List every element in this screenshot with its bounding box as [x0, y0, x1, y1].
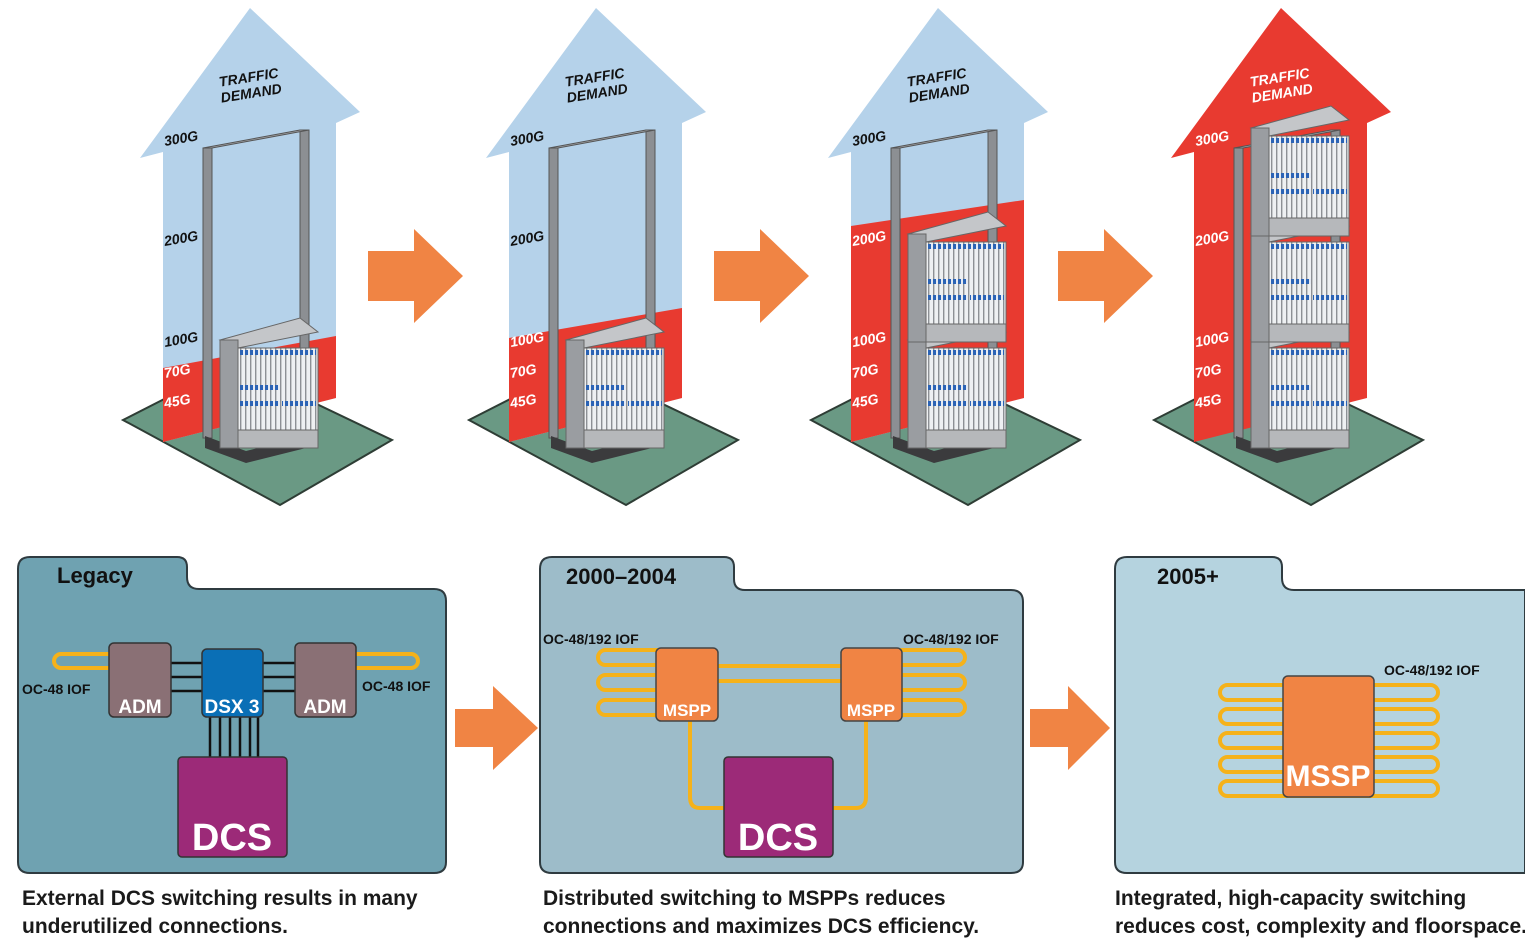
- step-arrow: [368, 229, 463, 323]
- rack-frame: [548, 129, 656, 439]
- capacity-level-label: 200G: [850, 227, 888, 249]
- equipment-shelf: [564, 317, 666, 449]
- capacity-level-label: 45G: [508, 391, 538, 412]
- link-label-right: OC-48/192 IOF: [903, 631, 999, 647]
- capacity-level-label: 200G: [1193, 227, 1231, 249]
- step-arrow: [714, 229, 809, 323]
- mssp-node: [1282, 675, 1375, 798]
- mspp-right-label: MSPP: [847, 701, 895, 720]
- capacity-level-label: 100G: [163, 328, 200, 350]
- dcs-label: DCS: [738, 817, 818, 859]
- dcs-label: DCS: [192, 817, 272, 859]
- panel-step-arrow: [455, 686, 538, 770]
- capacity-level-label: 70G: [163, 361, 192, 381]
- rack-frame: [202, 129, 310, 439]
- step-arrow: [1058, 229, 1153, 323]
- panel-tab-label: Legacy: [57, 563, 134, 588]
- adm-right-label: ADM: [303, 697, 346, 718]
- adm-left-label: ADM: [118, 697, 161, 718]
- panel-tab-label: 2005+: [1157, 564, 1219, 589]
- link-label: OC-48/192 IOF: [1384, 662, 1480, 678]
- capacity-level-label: 45G: [1193, 391, 1223, 412]
- capacity-level-label: 300G: [509, 127, 546, 149]
- capacity-level-label: 70G: [1194, 361, 1223, 381]
- capacity-level-label: 70G: [851, 361, 880, 381]
- dsx3-label: DSX 3: [205, 697, 260, 718]
- capacity-level-label: 100G: [851, 328, 888, 350]
- mssp-label: MSSP: [1285, 760, 1370, 793]
- step-arrow-shape: [1058, 229, 1153, 323]
- capacity-level-label: 200G: [162, 227, 200, 249]
- equipment-shelf: [1249, 211, 1351, 343]
- dcs-node: [177, 756, 288, 858]
- equipment-shelf: [218, 317, 320, 449]
- capacity-level-label: 200G: [508, 227, 546, 249]
- adm-right-node: [294, 642, 357, 718]
- step-arrow-shape: [368, 229, 463, 323]
- link-label-right: OC-48 IOF: [362, 678, 431, 694]
- panel-tab-label: 2000–2004: [566, 564, 677, 589]
- mspp-left-label: MSPP: [663, 701, 711, 720]
- capacity-level-label: 300G: [1194, 127, 1231, 149]
- capacity-level-label: 300G: [851, 127, 888, 149]
- capacity-level-label: 45G: [850, 391, 880, 412]
- panel-folder-shape: [539, 556, 1024, 874]
- capacity-level-label: 70G: [509, 361, 538, 381]
- panel-step-arrow: [1030, 686, 1110, 770]
- capacity-level-label: 45G: [162, 391, 192, 412]
- link-label-left: OC-48 IOF: [22, 681, 91, 697]
- mspp-left-node: [655, 647, 719, 722]
- equipment-shelf: [1249, 105, 1351, 237]
- dcs-node: [723, 756, 834, 858]
- legacy-panel: Legacy ADM DSX 3 ADM DCS OC-48 IOF OC-48…: [17, 556, 447, 874]
- capacity-level-label: 100G: [1194, 328, 1231, 350]
- step-arrow-shape: [714, 229, 809, 323]
- link-label-left: OC-48/192 IOF: [543, 631, 639, 647]
- equipment-shelf: [906, 211, 1008, 343]
- connection-lines: [171, 661, 295, 757]
- dsx3-node: [201, 648, 264, 718]
- panel-2000-2004: 2000–2004 MSPP MSPP DCS OC-48/192 IOF OC…: [539, 556, 1024, 874]
- mspp-right-node: [840, 647, 903, 722]
- capacity-level-label: 300G: [163, 127, 200, 149]
- fiber-paths: [688, 664, 868, 810]
- panel-2005-plus: 2005+ MSSP OC-48/192 IOF: [1114, 556, 1525, 874]
- capacity-level-label: 100G: [509, 328, 546, 350]
- adm-left-node: [108, 642, 172, 718]
